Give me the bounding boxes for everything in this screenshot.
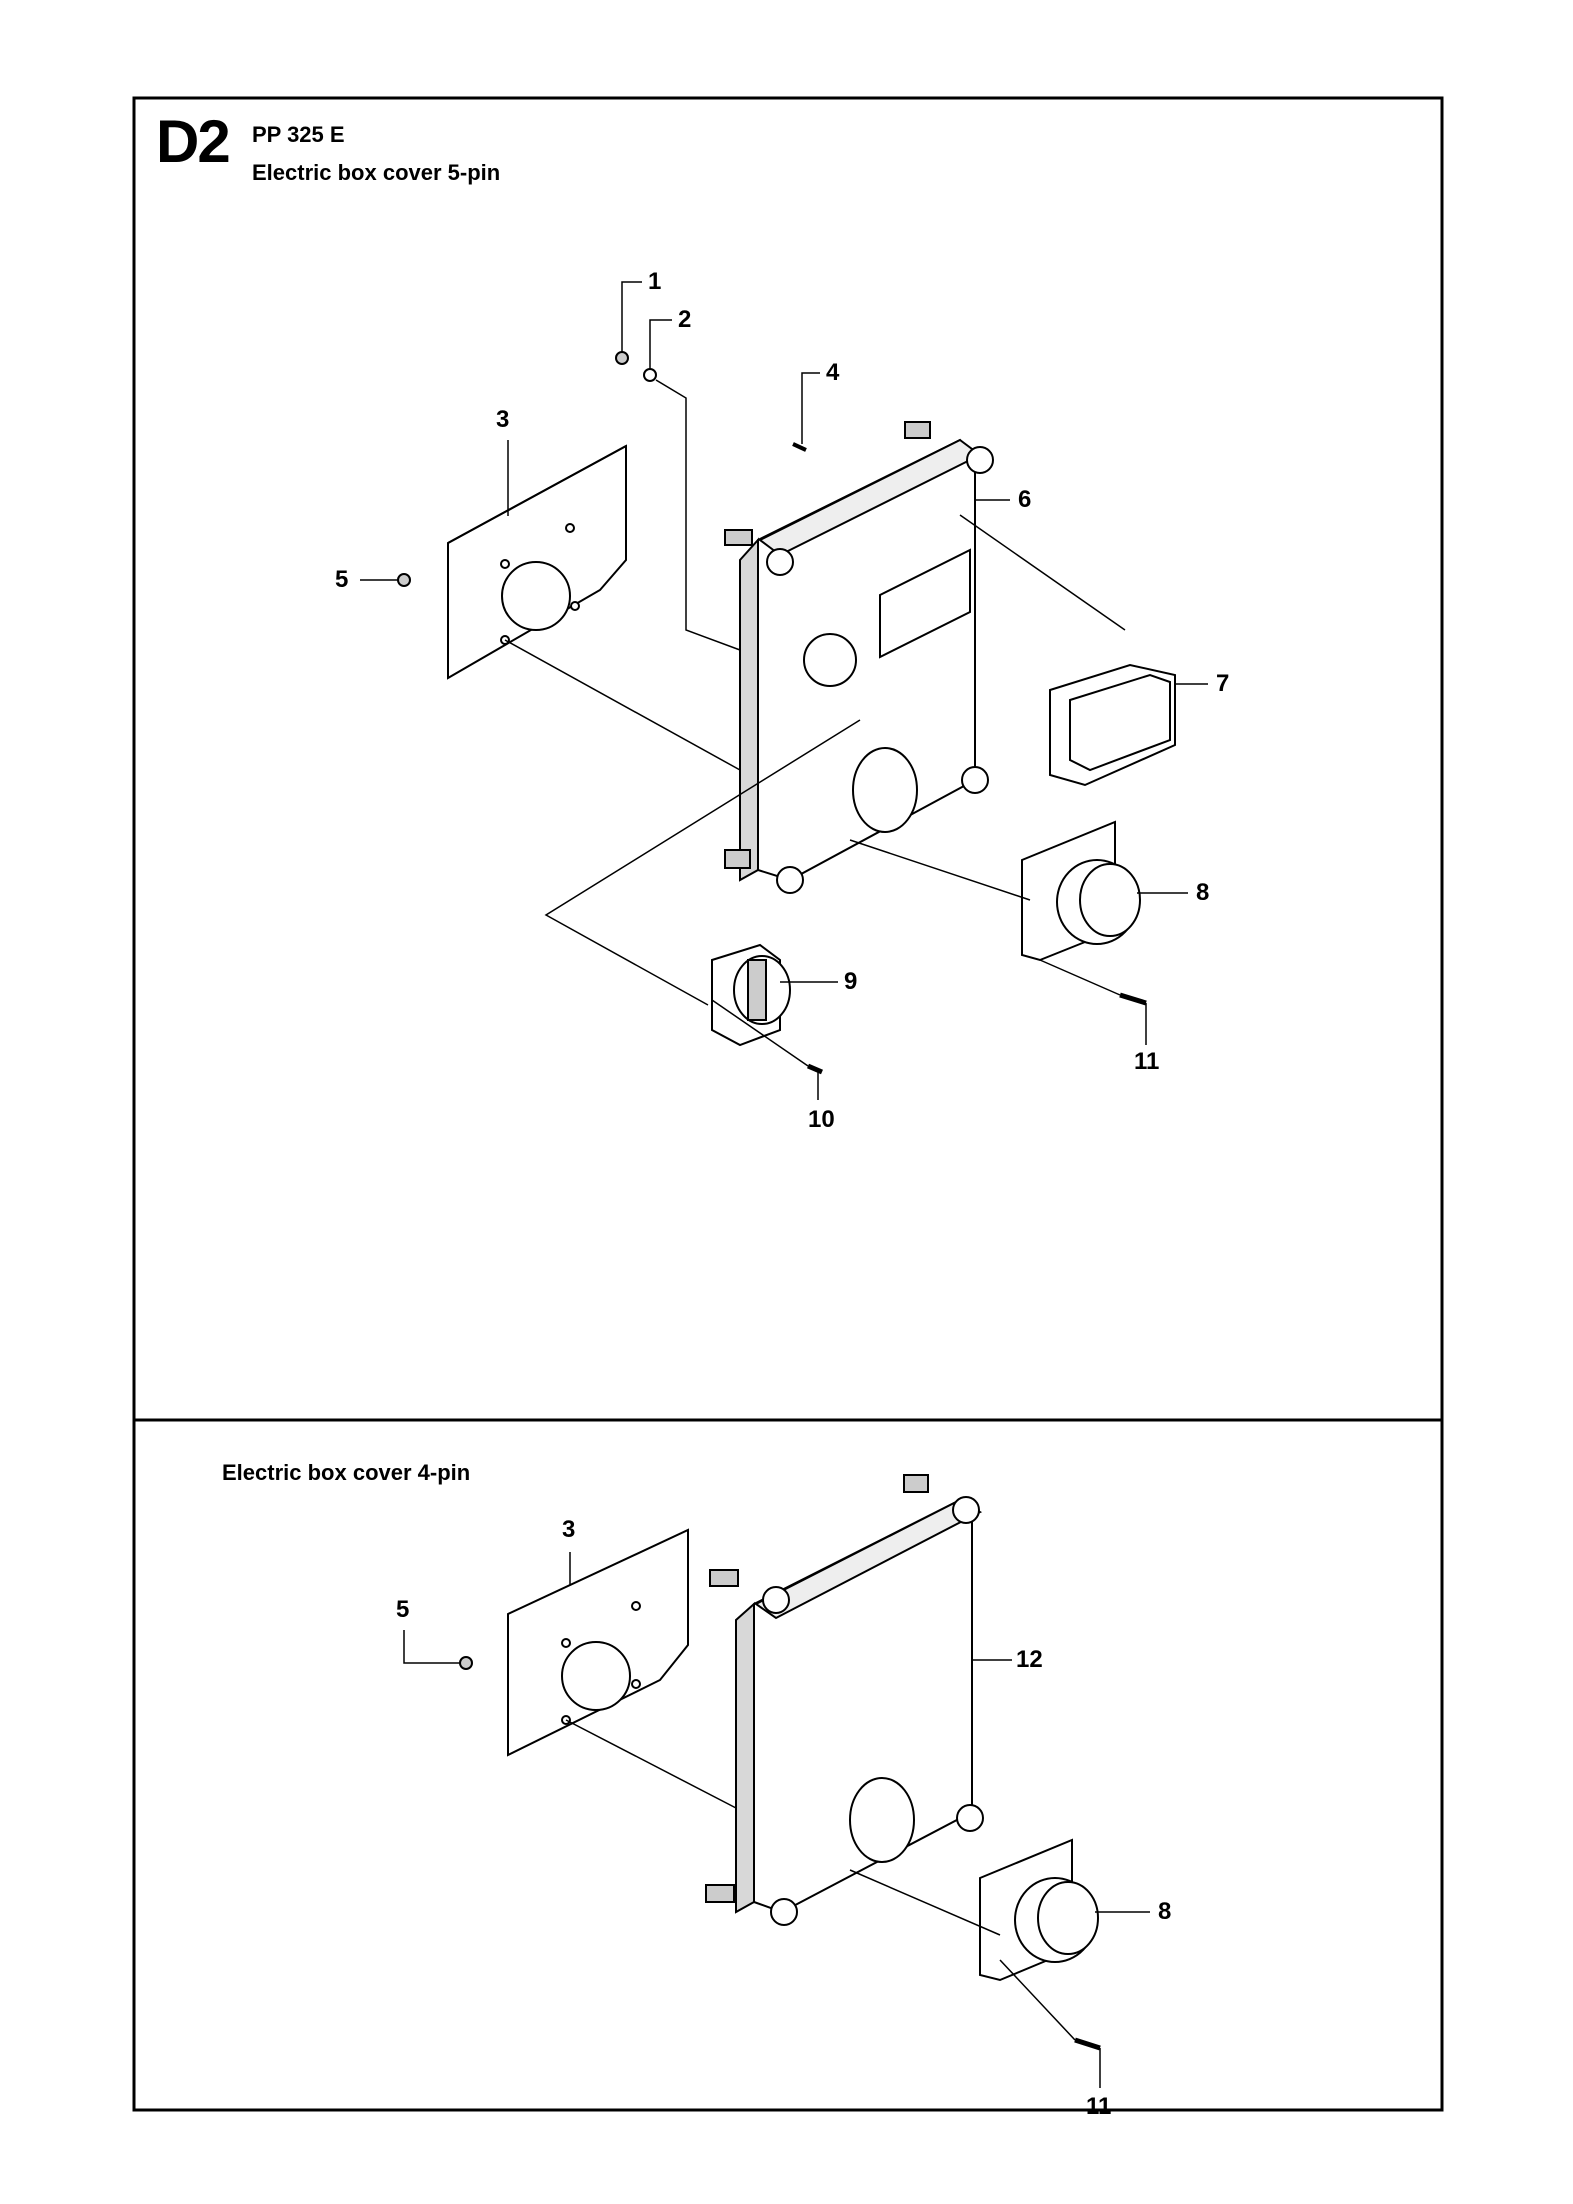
callout-3: 3 xyxy=(496,406,510,433)
section-title-5pin: Electric box cover 5-pin xyxy=(252,160,501,185)
top-leader-lines xyxy=(360,281,1208,1100)
callout-2: 2 xyxy=(678,306,692,333)
bottom-assembly xyxy=(459,1474,1101,2051)
section-title-4pin: Electric box cover 4-pin xyxy=(222,1460,471,1485)
callout-7: 7 xyxy=(1216,670,1230,697)
screw-4 xyxy=(792,442,807,452)
screw-1 xyxy=(615,351,629,365)
callout-8-bottom: 8 xyxy=(1158,1898,1172,1925)
top-assembly xyxy=(397,351,1176,1075)
bottom-leader-lines xyxy=(403,1552,1150,2088)
mounting-plate-3-bottom xyxy=(507,1528,689,1757)
callout-12: 12 xyxy=(1016,1646,1043,1673)
plug-8-bottom xyxy=(979,1838,1099,1982)
callout-1: 1 xyxy=(648,268,662,295)
page-frame xyxy=(132,96,1444,2112)
callout-6: 6 xyxy=(1018,486,1032,513)
nut-5 xyxy=(397,573,411,587)
callout-5-bottom: 5 xyxy=(396,1596,410,1623)
callout-8: 8 xyxy=(1196,879,1210,906)
model-name: PP 325 E xyxy=(252,122,345,147)
callout-5: 5 xyxy=(335,566,349,593)
screw-10 xyxy=(807,1063,823,1075)
callout-11-bottom: 11 xyxy=(1086,2093,1112,2120)
mounting-plate-3 xyxy=(447,444,627,680)
box-cover-6 xyxy=(724,421,994,894)
callout-10: 10 xyxy=(808,1106,835,1133)
diagram-code: D2 xyxy=(156,108,231,175)
socket-9 xyxy=(711,943,791,1047)
screw-11-bottom xyxy=(1074,2037,1101,2051)
connector-housing-7 xyxy=(1049,663,1176,787)
callout-3-bottom: 3 xyxy=(562,1516,576,1543)
plug-8 xyxy=(1021,820,1141,962)
callout-9: 9 xyxy=(844,968,858,995)
box-cover-12 xyxy=(705,1474,984,1926)
callout-11: 11 xyxy=(1134,1048,1160,1075)
screw-11-top xyxy=(1119,992,1147,1006)
washer-2 xyxy=(643,368,657,382)
nut-5-bottom xyxy=(459,1656,473,1670)
callout-4: 4 xyxy=(826,359,840,386)
